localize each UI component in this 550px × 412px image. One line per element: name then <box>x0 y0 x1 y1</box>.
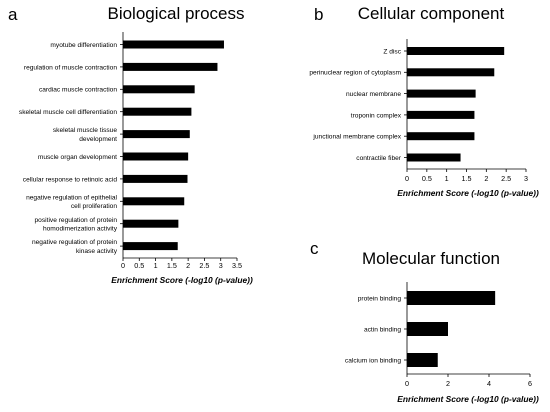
bar <box>123 62 218 71</box>
panel-letter: a <box>8 5 18 24</box>
category-label: calcium ion binding <box>345 357 401 364</box>
bar <box>123 40 224 49</box>
category-label: protein binding <box>358 295 402 302</box>
x-axis-title: Enrichment Score (-log10 (p-value)) <box>111 275 253 285</box>
bar <box>407 47 505 55</box>
bar <box>123 152 189 161</box>
x-tick-label: 2.5 <box>501 174 511 183</box>
category-label: muscle organ development <box>38 154 117 161</box>
x-tick-label: 4 <box>487 379 491 388</box>
x-tick-label: 6 <box>528 379 532 388</box>
category-label: cardiac muscle contraction <box>39 87 117 94</box>
x-axis-title: Enrichment Score (-log10 (p-value)) <box>397 188 539 198</box>
panel-letter: c <box>310 239 319 258</box>
x-tick-label: 2 <box>186 261 190 270</box>
chart-title: Molecular function <box>362 249 500 268</box>
bar <box>407 68 495 77</box>
x-tick-label: 0.5 <box>134 261 144 270</box>
x-tick-label: 1.5 <box>167 261 177 270</box>
category-label: actin binding <box>364 326 401 333</box>
bar <box>123 107 192 116</box>
bar <box>407 110 475 119</box>
bar <box>123 130 190 139</box>
bar <box>407 132 475 141</box>
panel-letter: b <box>314 5 323 24</box>
x-tick-label: 1.5 <box>462 174 472 183</box>
x-tick-label: 0.5 <box>422 174 432 183</box>
x-tick-label: 1 <box>445 174 449 183</box>
category-label: contractile fiber <box>356 155 402 162</box>
chart-title: Cellular component <box>358 4 505 23</box>
category-label: skeletal muscle cell differentiation <box>19 109 117 116</box>
bar <box>123 242 178 251</box>
bar <box>123 85 195 94</box>
bar <box>407 153 461 162</box>
x-tick-label: 0 <box>405 379 409 388</box>
x-tick-label: 0 <box>405 174 409 183</box>
category-label: perinuclear region of cytoplasm <box>309 70 401 77</box>
x-tick-label: 2.5 <box>199 261 209 270</box>
x-tick-label: 1 <box>154 261 158 270</box>
x-tick-label: 2 <box>484 174 488 183</box>
bar <box>123 197 185 206</box>
x-axis-title: Enrichment Score (-log10 (p-value)) <box>397 394 539 404</box>
category-label: junctional membrane complex <box>312 134 401 141</box>
x-tick-label: 0 <box>121 261 125 270</box>
bar <box>407 89 476 98</box>
x-tick-label: 2 <box>446 379 450 388</box>
category-label: Z disc <box>383 48 401 55</box>
bar <box>407 353 438 367</box>
bar <box>407 322 448 336</box>
category-label: troponin complex <box>351 112 402 119</box>
category-label: regulation of muscle contraction <box>24 64 117 71</box>
chart-panel-a: a Biological process 0 0.5 1 1.5 2 2.5 3 3.5 myotu… <box>8 4 253 285</box>
category-label: cellular response to retinoic acid <box>23 176 118 183</box>
bar <box>407 291 496 305</box>
category-label: nuclear membrane <box>346 91 401 98</box>
bar <box>123 174 188 183</box>
x-tick-label: 3 <box>219 261 223 270</box>
x-tick-label: 3.5 <box>232 261 242 270</box>
bar <box>123 219 179 228</box>
x-tick-label: 3 <box>524 174 528 183</box>
chart-title: Biological process <box>107 4 244 23</box>
category-label: myotube differentiation <box>50 42 117 49</box>
chart-panel-b: b Cellular component 0 0.5 1 1.5 2 2.5 3 Z disc pe… <box>309 4 539 198</box>
